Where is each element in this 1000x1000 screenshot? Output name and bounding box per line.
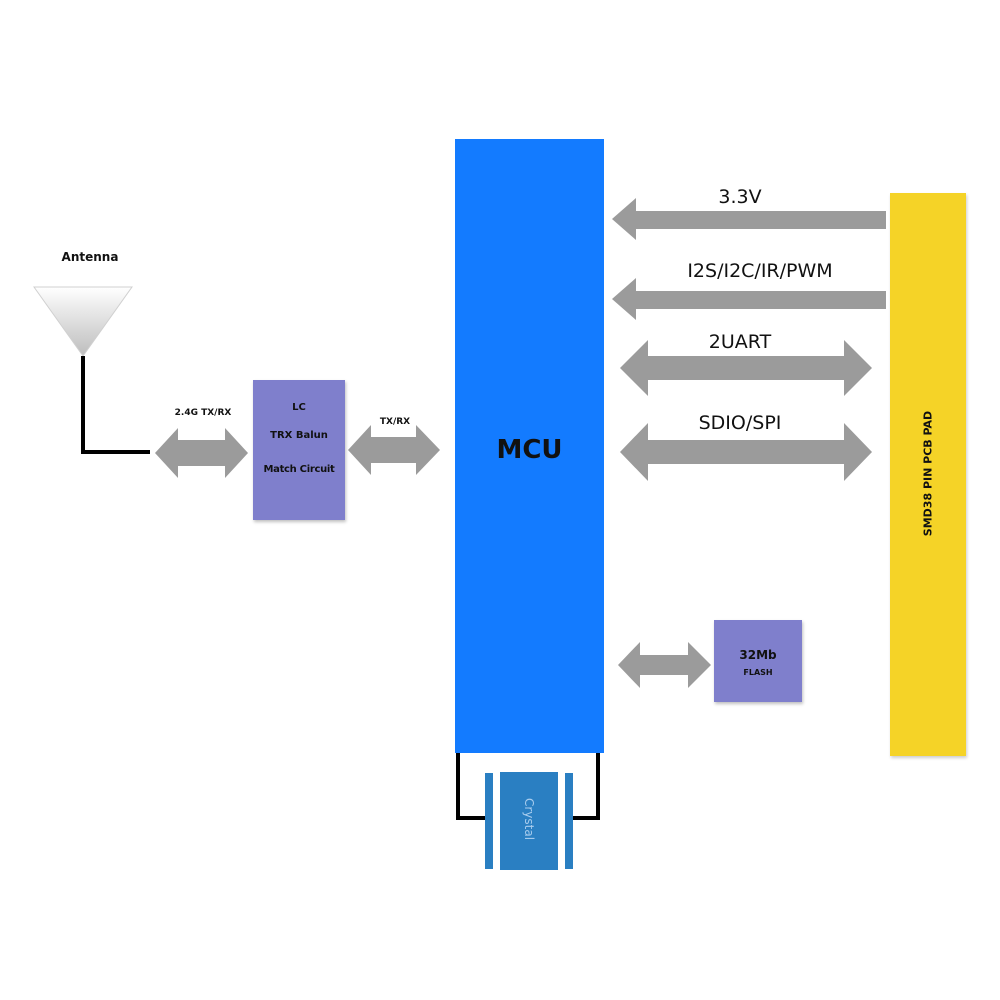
- flash-line-1: 32Mb: [739, 648, 777, 662]
- rf-arrow: [155, 428, 248, 478]
- crystal-pin-right: [565, 773, 573, 869]
- crystal-body: [500, 772, 558, 870]
- mcu-label: MCU: [496, 435, 563, 465]
- flash-block: 32Mb FLASH: [714, 620, 802, 702]
- arrow-sdio: [620, 423, 872, 481]
- interface-label-i2s: I2S/I2C/IR/PWM: [687, 260, 833, 282]
- flash-line-2: FLASH: [743, 668, 773, 677]
- lc-block-line-1: LC: [292, 402, 306, 413]
- antenna-wire: [81, 356, 150, 454]
- lc-block-line-3: Match Circuit: [263, 464, 335, 475]
- arrow-3v3: [612, 198, 886, 240]
- interface-label-3v3: 3.3V: [718, 186, 762, 208]
- crystal-wire-right: [572, 752, 600, 820]
- arrow-uart: [620, 340, 872, 396]
- interface-label-uart: 2UART: [708, 331, 772, 353]
- txrx-label: TX/RX: [379, 417, 411, 427]
- crystal-wire-left: [456, 752, 485, 820]
- antenna-icon: [33, 286, 133, 357]
- rf-link-label: 2.4G TX/RX: [174, 408, 232, 418]
- lc-block-line-2: TRX Balun: [270, 430, 328, 441]
- mcu-block: MCU: [455, 139, 604, 753]
- txrx-arrow: [348, 425, 440, 475]
- pcb-pad-label: SMD38 PIN PCB PAD: [921, 410, 935, 536]
- lc-balun-block: LC TRX Balun Match Circuit: [253, 380, 345, 520]
- pcb-pad-block: SMD38 PIN PCB PAD: [890, 193, 966, 756]
- interface-label-sdio: SDIO/SPI: [698, 412, 782, 434]
- crystal-label: Crystal: [522, 797, 536, 841]
- crystal-pin-left: [485, 773, 493, 869]
- antenna-label: Antenna: [61, 250, 119, 264]
- arrow-i2s: [612, 278, 886, 320]
- flash-arrow: [618, 642, 711, 688]
